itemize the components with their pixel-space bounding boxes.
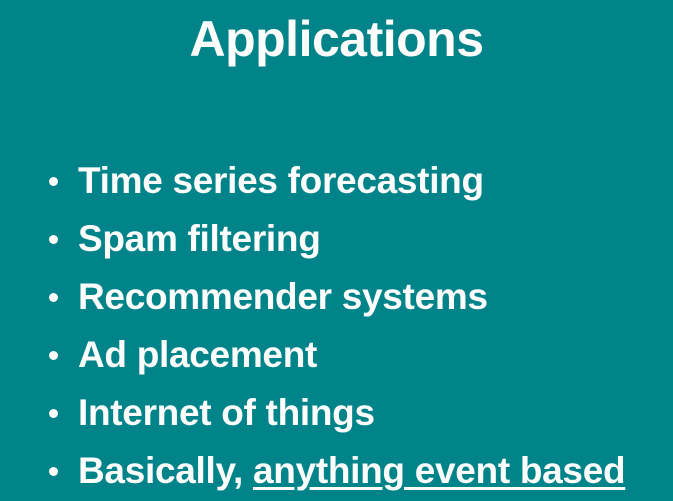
list-item-label: Time series forecasting: [78, 160, 484, 201]
list-item-label: Spam filtering: [78, 218, 321, 259]
list-item: Recommender systems: [0, 268, 673, 326]
bullet-list: Time series forecasting Spam filtering R…: [0, 152, 673, 500]
list-item-label: Recommender systems: [78, 276, 488, 317]
round-bullet-icon: [49, 293, 58, 302]
list-item-emphasis: anything event based: [252, 450, 626, 491]
round-bullet-icon: [49, 351, 58, 360]
round-bullet-icon: [49, 467, 58, 476]
round-bullet-icon: [49, 409, 58, 418]
list-item-label: Basically,: [78, 450, 253, 491]
list-item-label: Internet of things: [78, 392, 375, 433]
list-item: Basically, anything event based: [0, 442, 673, 500]
list-item: Internet of things: [0, 384, 673, 442]
list-item: Spam filtering: [0, 210, 673, 268]
list-item: Ad placement: [0, 326, 673, 384]
page-title: Applications: [189, 11, 484, 67]
list-item: Time series forecasting: [0, 152, 673, 210]
round-bullet-icon: [49, 235, 58, 244]
round-bullet-icon: [49, 177, 58, 186]
list-item-label: Ad placement: [78, 334, 318, 375]
